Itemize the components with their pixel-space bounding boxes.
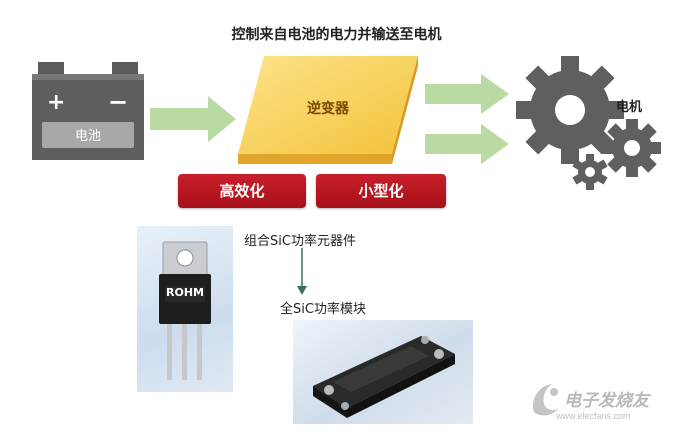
- motor-label: 电机: [616, 100, 643, 115]
- power-module-icon: [313, 336, 455, 418]
- arrow-to-motor-bottom: [425, 124, 509, 164]
- benefit-miniaturization: 小型化: [316, 174, 446, 208]
- device-brand: ROHM: [166, 286, 204, 299]
- power-module-photo: [293, 320, 473, 424]
- discrete-device-label: 组合SiC功率元器件: [244, 234, 356, 249]
- watermark-text: 电子发烧友: [564, 391, 649, 411]
- down-arrow: [297, 248, 307, 295]
- battery-icon: [32, 62, 144, 160]
- discrete-device-photo: [137, 226, 233, 392]
- arrow-to-motor-top: [425, 74, 509, 114]
- arrow-to-inverter: [150, 96, 236, 142]
- watermark-logo-icon: [532, 384, 558, 416]
- watermark-url: www.elecfans.com: [556, 411, 631, 421]
- battery-minus: −: [108, 88, 129, 116]
- inverter-block: [238, 56, 418, 164]
- battery-label: 电池: [74, 129, 101, 144]
- gear-icon: [516, 56, 661, 190]
- battery-plus: +: [47, 90, 66, 115]
- module-label: 全SiC功率模块: [280, 302, 366, 317]
- inverter-label: 逆变器: [307, 101, 349, 117]
- diagram-title: 控制来自电池的电力并输送至电机: [231, 27, 442, 43]
- benefit-efficiency: 高效化: [178, 174, 306, 208]
- sic-device-icon: [159, 241, 211, 380]
